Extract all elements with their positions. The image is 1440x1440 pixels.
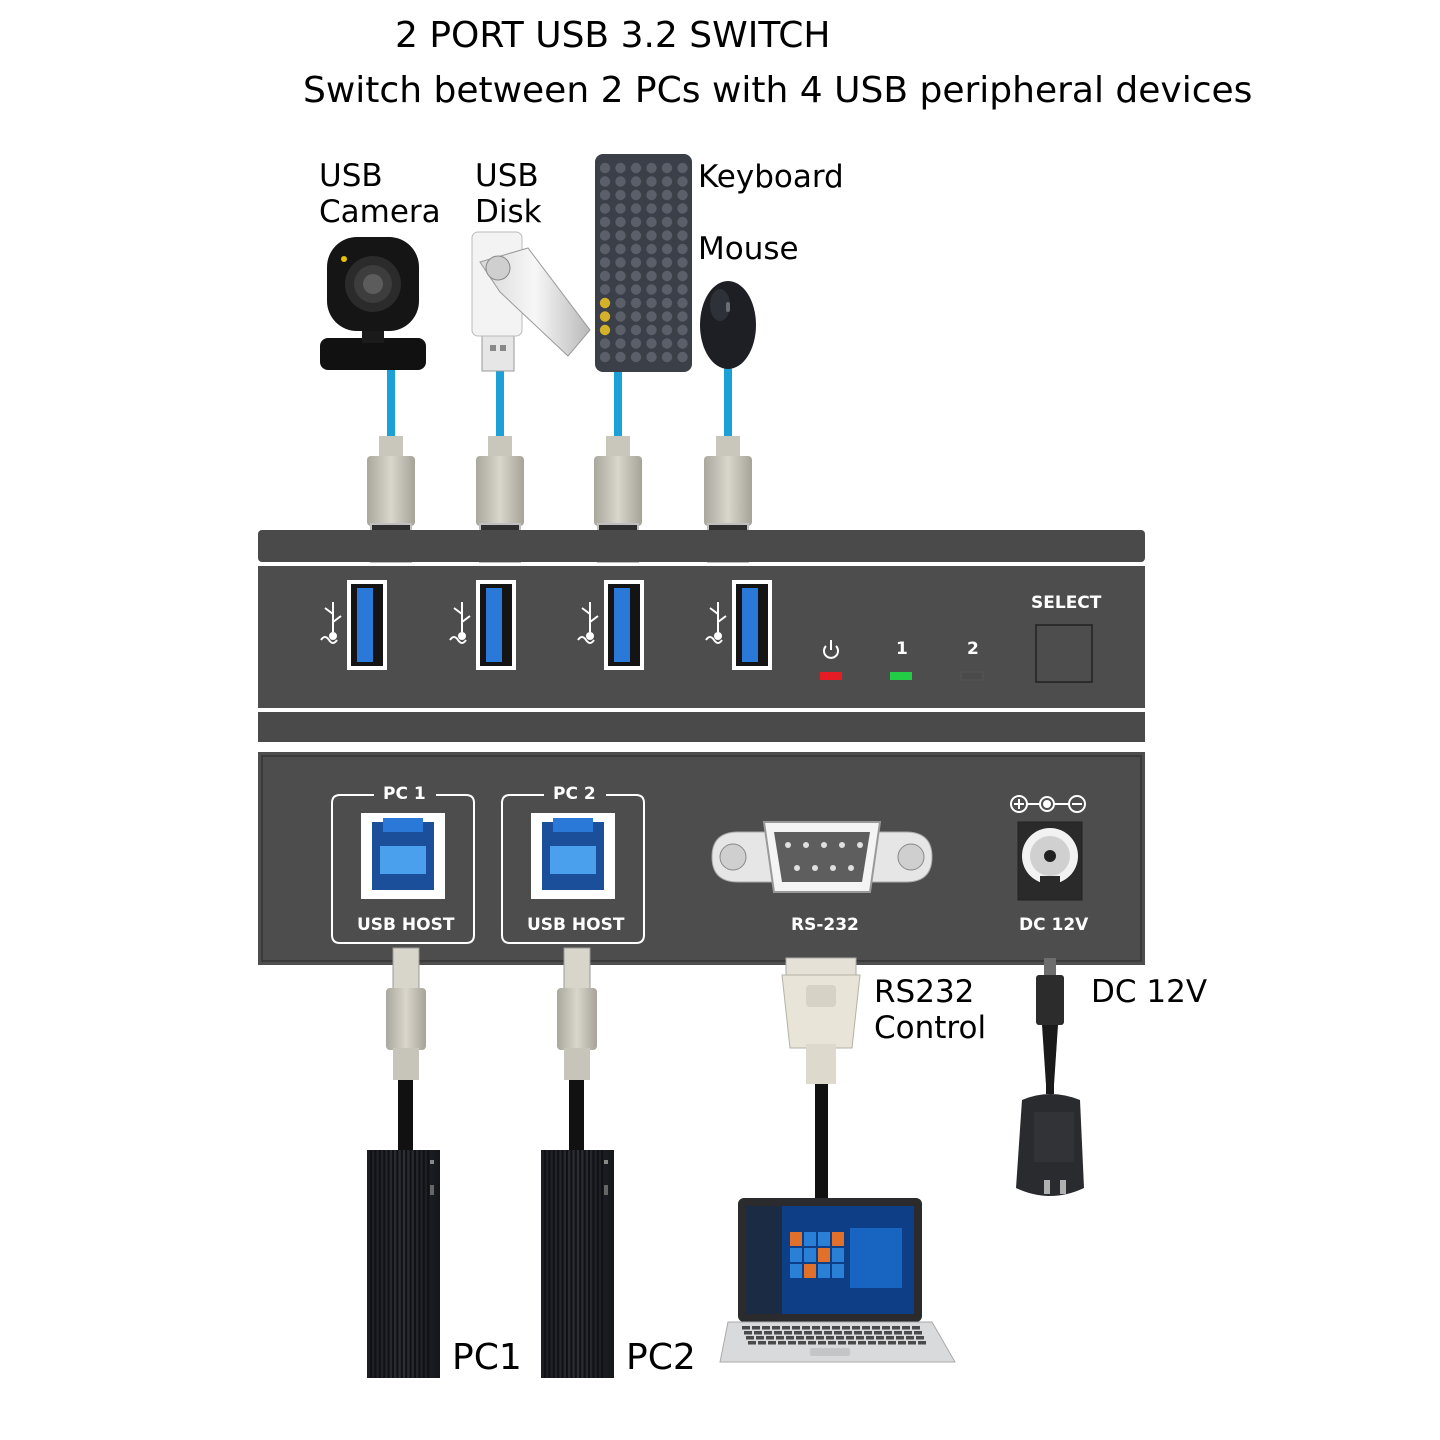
usb-ss-icon	[449, 602, 471, 644]
peripheral-cables	[387, 368, 732, 440]
disk-cable	[496, 368, 504, 440]
power-adapter-icon	[1016, 958, 1084, 1196]
usb-a-port-2	[449, 580, 516, 670]
disk-label-line1: USB	[475, 158, 539, 194]
laptop-icon	[719, 1198, 956, 1363]
front-panel	[258, 530, 1145, 742]
pc1-host-label: USB HOST	[357, 915, 455, 935]
keyboard-label: Keyboard	[698, 159, 844, 195]
rear-panel	[258, 752, 1145, 965]
rs232-port	[711, 821, 933, 893]
led-power	[820, 672, 842, 680]
usb-b-port-pc2	[531, 813, 615, 899]
pc2-cable	[557, 947, 597, 1164]
polarity-icon	[1010, 795, 1086, 813]
rs232-label-line2: Control	[874, 1010, 987, 1046]
pc1-label: PC1	[452, 1337, 522, 1378]
dc-port-label: DC 12V	[1019, 915, 1089, 935]
pc2-icon	[541, 1150, 614, 1378]
mouse-label: Mouse	[698, 231, 799, 267]
camera-label-line1: USB	[319, 158, 383, 194]
rs232-port-label: RS-232	[791, 915, 859, 935]
mouse-icon	[700, 281, 756, 369]
pc2-port-label: PC 2	[553, 784, 596, 804]
pc1-port-label: PC 1	[383, 784, 426, 804]
select-button[interactable]	[1035, 624, 1093, 683]
rs232-cable	[781, 957, 861, 1198]
pc2-host-label: USB HOST	[527, 915, 625, 935]
pc1-cable	[386, 947, 426, 1164]
usb-a-port-3	[577, 580, 644, 670]
usb-ss-icon	[705, 602, 727, 644]
led-1-label: 1	[896, 639, 908, 659]
dc-jack	[1017, 821, 1083, 901]
keyboard-cable	[614, 368, 622, 440]
led-pc1	[890, 672, 912, 680]
camera-label-line2: Camera	[319, 194, 441, 230]
keyboard-icon	[595, 154, 692, 372]
led-2-label: 2	[967, 639, 979, 659]
usb-ss-icon	[320, 602, 342, 644]
usb-a-port-4	[705, 580, 772, 670]
select-label: SELECT	[1031, 593, 1102, 613]
usb-ss-icon	[577, 602, 599, 644]
page-subtitle: Switch between 2 PCs with 4 USB peripher…	[303, 70, 1253, 111]
power-icon	[823, 640, 839, 659]
usb-a-port-1	[320, 580, 387, 670]
mouse-cable	[724, 368, 732, 440]
led-pc2	[960, 671, 984, 681]
page-title: 2 PORT USB 3.2 SWITCH	[395, 15, 831, 56]
usb-disk-icon	[471, 231, 591, 372]
pc1-icon	[367, 1150, 440, 1378]
pc2-label: PC2	[626, 1337, 696, 1378]
usb-b-port-pc1	[361, 813, 445, 899]
camera-cable	[387, 368, 395, 440]
disk-label-line2: Disk	[475, 194, 542, 230]
dc-label: DC 12V	[1091, 974, 1208, 1010]
usb-camera-icon	[320, 237, 426, 370]
rs232-label-line1: RS232	[874, 974, 975, 1010]
